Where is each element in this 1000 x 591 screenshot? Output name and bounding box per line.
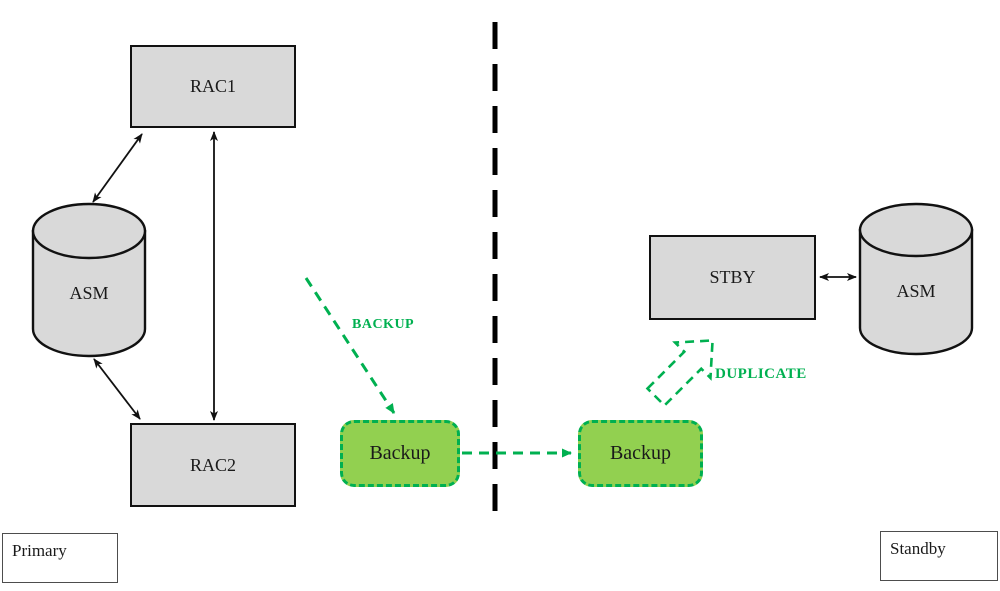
duplicate-block-arrow — [645, 339, 714, 408]
node-rac1: RAC1 — [130, 45, 296, 128]
zone-primary-label: Primary — [12, 541, 67, 560]
node-rac2: RAC2 — [130, 423, 296, 507]
node-backup-primary-label: Backup — [369, 442, 431, 464]
asm-primary-label: ASM — [69, 283, 109, 303]
asm-cylinder-standby — [858, 202, 974, 356]
zone-standby-label: Standby — [890, 539, 946, 558]
node-backup-standby: Backup — [578, 420, 703, 487]
node-rac2-label: RAC2 — [189, 454, 236, 475]
asm-rac2-connector — [93, 358, 141, 420]
zone-box-standby: Standby — [880, 531, 998, 581]
backup-flow-arrow — [304, 277, 396, 414]
node-backup-primary: Backup — [340, 420, 460, 487]
asm-cylinder-primary — [31, 202, 147, 358]
asm-standby-label: ASM — [896, 281, 936, 301]
node-rac1-label: RAC1 — [189, 76, 236, 96]
node-backup-standby-label: Backup — [609, 442, 672, 464]
backup-arrow-label: BACKUP — [352, 317, 415, 332]
node-stby-label: STBY — [709, 267, 756, 287]
rac1-asm-connector — [92, 133, 143, 203]
node-stby: STBY — [649, 235, 816, 320]
zone-box-primary: Primary — [2, 533, 118, 583]
duplicate-arrow-label: DUPLICATE — [715, 366, 807, 382]
